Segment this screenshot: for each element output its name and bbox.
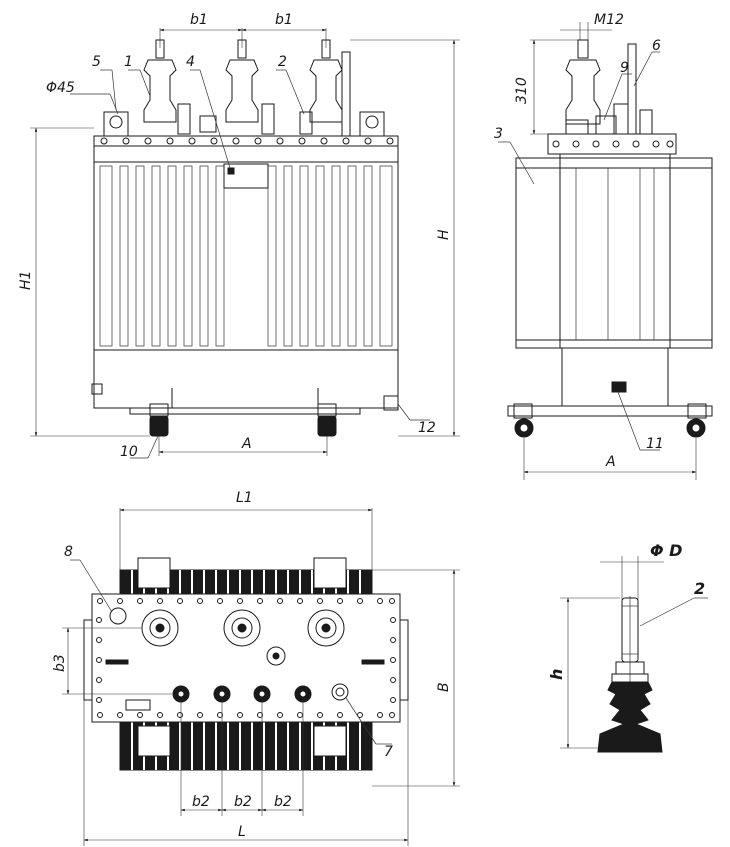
dim-L1: L1 bbox=[236, 490, 253, 506]
dim-H1: H1 bbox=[18, 271, 34, 290]
wheel-right bbox=[317, 403, 337, 437]
dim-H: H bbox=[436, 229, 452, 240]
dim-b1-right: b1 bbox=[275, 12, 293, 28]
top-view: L1 bbox=[52, 490, 460, 846]
dim-310: 310 bbox=[514, 77, 530, 104]
callout-10: 10 bbox=[120, 444, 138, 460]
callout-5: 5 bbox=[92, 54, 101, 70]
callout-8: 8 bbox=[64, 544, 73, 560]
dim-b2-3: b2 bbox=[274, 794, 292, 810]
radiator-fins bbox=[99, 165, 393, 347]
lv-bushings-top bbox=[172, 685, 312, 703]
wheel-left bbox=[149, 403, 169, 437]
callout-3: 3 bbox=[494, 126, 503, 142]
callout-1: 1 bbox=[124, 54, 133, 70]
callout-9: 9 bbox=[620, 60, 629, 76]
dim-A-side: A bbox=[605, 454, 616, 470]
top-radiator-upper bbox=[119, 557, 373, 595]
dim-B: B bbox=[436, 682, 452, 692]
hv-bushing-left bbox=[143, 39, 177, 123]
bushing-detail: Φ D h 2 bbox=[547, 541, 708, 753]
dim-phiD: Φ D bbox=[650, 541, 682, 560]
callout-6: 6 bbox=[652, 38, 661, 54]
hv-bushing-right bbox=[309, 39, 343, 123]
callout-12: 12 bbox=[418, 420, 436, 436]
dim-M12: M12 bbox=[594, 12, 624, 28]
top-cover-bolts bbox=[96, 598, 396, 718]
hv-bushing-middle bbox=[225, 39, 259, 123]
cover-plate bbox=[91, 593, 401, 723]
dim-b3: b3 bbox=[52, 654, 68, 672]
dim-b1-left: b1 bbox=[190, 12, 208, 28]
cover-bolts bbox=[100, 137, 394, 145]
thermometer-pocket bbox=[109, 607, 127, 625]
callout-11: 11 bbox=[646, 436, 664, 452]
callout-2-detail: 2 bbox=[694, 579, 705, 598]
radiator-side bbox=[515, 157, 713, 349]
dim-b2-1: b2 bbox=[192, 794, 210, 810]
dim-L: L bbox=[238, 824, 246, 840]
dim-b2-2: b2 bbox=[234, 794, 252, 810]
hv-bushings-top bbox=[141, 609, 345, 647]
callout-7: 7 bbox=[384, 744, 393, 760]
callout-2-front: 2 bbox=[278, 54, 287, 70]
side-view: M12 310 bbox=[494, 12, 713, 480]
top-radiator-lower bbox=[119, 721, 373, 771]
nameplate bbox=[223, 163, 269, 189]
front-view: b1 b1 bbox=[18, 12, 460, 460]
dim-h: h bbox=[547, 669, 566, 680]
dim-A-front: A bbox=[241, 436, 252, 452]
callout-phi45: Φ45 bbox=[46, 80, 75, 96]
callout-4: 4 bbox=[186, 54, 195, 70]
